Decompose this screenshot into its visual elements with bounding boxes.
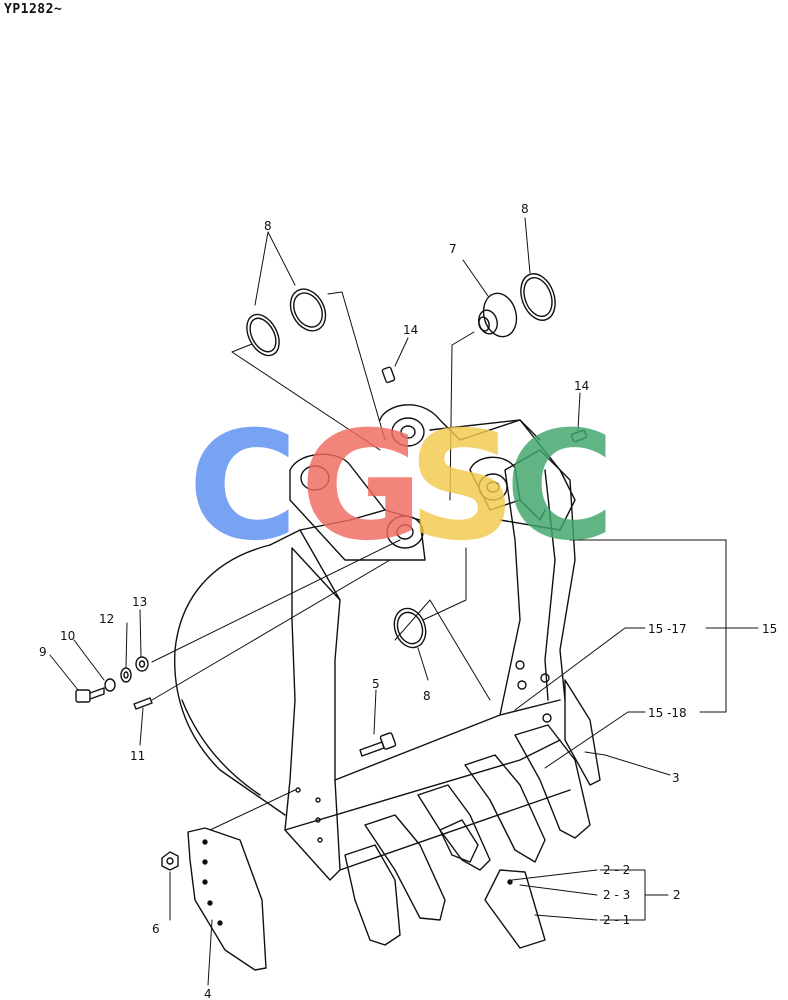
label-15-18: 15 -18: [648, 706, 687, 720]
pin-14-left: [381, 366, 396, 384]
washer-part-12: [120, 667, 132, 683]
watermark-letter-s: S: [408, 400, 516, 574]
nut-part-6: [161, 851, 179, 871]
o-ring-upper-right: [520, 273, 556, 321]
loose-tooth: [484, 869, 546, 949]
watermark-letter-g: G: [300, 400, 423, 574]
label-14-right: 14: [574, 379, 589, 393]
leader-lines: [49, 217, 759, 986]
label-4: 4: [204, 987, 212, 1000]
bucket-teeth: [344, 724, 591, 946]
label-8-top-right: 8: [521, 202, 529, 216]
nut-part-13: [135, 656, 149, 672]
watermark-logo: C G S C: [188, 400, 615, 574]
part-labels: 8 7 8 14 14 13 12 10 9 11 5 8 15 -17 15 …: [39, 202, 777, 1000]
label-12: 12: [99, 612, 114, 626]
pin-part-11: [133, 697, 153, 710]
label-2: 2: [673, 888, 681, 902]
bolt-part-5: [359, 732, 397, 757]
watermark-letter-c2: C: [505, 400, 615, 574]
label-5: 5: [372, 677, 380, 691]
model-code: YP1282~: [4, 2, 63, 17]
label-14-left: 14: [403, 323, 418, 337]
side-cutter: [187, 827, 267, 971]
bucket-body: [173, 404, 601, 881]
label-2-1: 2 - 1: [603, 913, 630, 927]
label-11: 11: [130, 749, 145, 763]
o-ring-upper-left: [246, 313, 280, 357]
label-3: 3: [672, 771, 680, 785]
label-2-2: 2 - 2: [603, 863, 630, 877]
label-8-lower: 8: [423, 689, 431, 703]
washer-part-10: [104, 678, 116, 692]
bolt-part-9: [75, 687, 105, 703]
label-15-17: 15 -17: [648, 622, 687, 636]
label-10: 10: [60, 629, 75, 643]
label-6: 6: [152, 922, 160, 936]
o-ring-lower: [393, 607, 427, 649]
label-13: 13: [132, 595, 147, 609]
o-ring-upper-middle: [289, 288, 327, 332]
pin-14-right: [570, 429, 588, 443]
label-9: 9: [39, 645, 47, 659]
label-7: 7: [449, 242, 457, 256]
bushing-part-7: [478, 292, 518, 338]
label-15: 15: [762, 622, 777, 636]
watermark-letter-c1: C: [188, 400, 298, 574]
label-2-3: 2 - 3: [603, 888, 630, 902]
label-8-top-left: 8: [264, 219, 272, 233]
